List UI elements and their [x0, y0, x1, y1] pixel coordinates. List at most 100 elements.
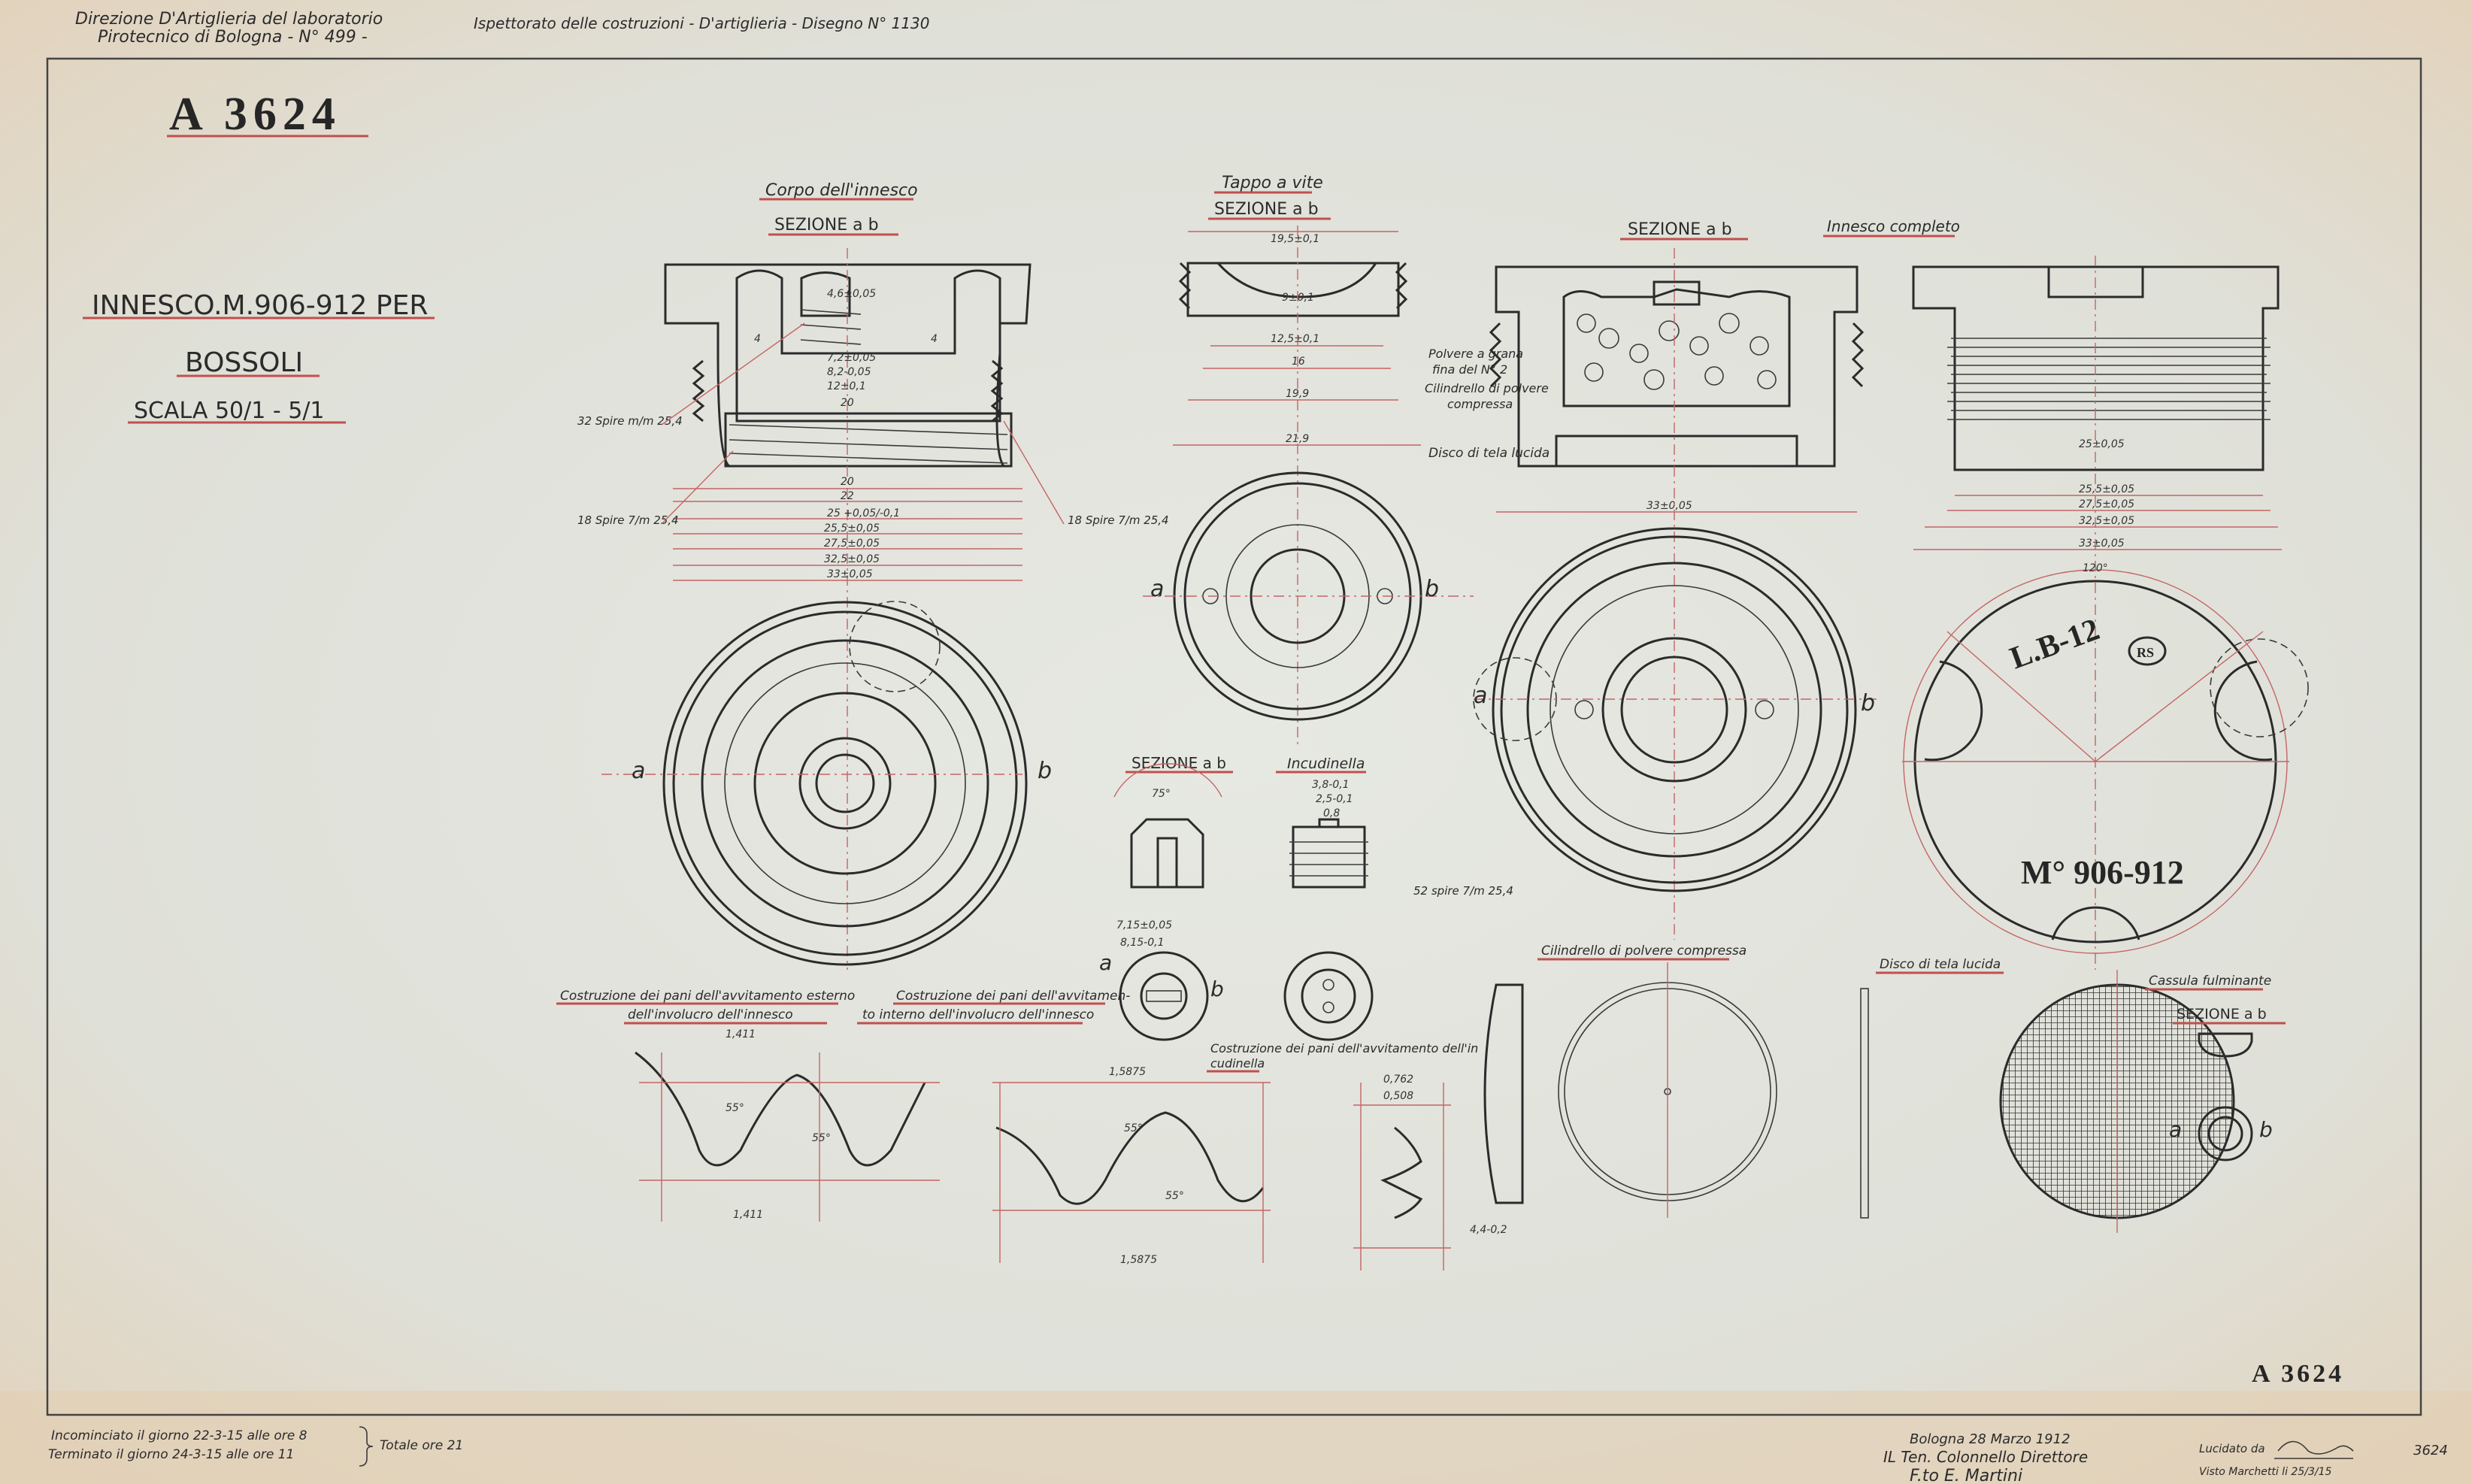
drawing-frame	[46, 57, 2422, 1416]
svg-text:20: 20	[841, 476, 854, 488]
svg-text:1,5875: 1,5875	[1109, 1066, 1146, 1078]
svg-text:7,15±0,05: 7,15±0,05	[1116, 919, 1172, 931]
svg-text:1,411: 1,411	[733, 1209, 763, 1221]
svg-text:1,5875: 1,5875	[1120, 1254, 1157, 1266]
svg-text:4,4-0,2: 4,4-0,2	[1470, 1224, 1507, 1236]
office-line-1: Direzione D'Artiglieria del laboratorio	[75, 10, 383, 29]
tappo-sezione-label: SEZIONE a b	[1214, 200, 1319, 219]
callout-polvere-1: Polvere a grana	[1428, 347, 1523, 361]
svg-text:16: 16	[1292, 356, 1305, 368]
svg-text:3,8-0,1: 3,8-0,1	[1312, 779, 1350, 791]
svg-text:27,5±0,05: 27,5±0,05	[824, 538, 880, 550]
callout-spire-52: 52 spire 7/m 25,4	[1413, 884, 1513, 898]
svg-text:27,5±0,05: 27,5±0,05	[2079, 498, 2134, 510]
svg-text:4,6±0,05: 4,6±0,05	[827, 288, 876, 300]
disco-title: Disco di tela lucida	[1880, 957, 2001, 972]
svg-text:55°: 55°	[1124, 1122, 1143, 1134]
complete-sezione-label: SEZIONE a b	[1628, 220, 1732, 239]
callout-cilindrello-2: compressa	[1447, 397, 1513, 411]
cilindrello-title: Cilindrello di polvere compressa	[1541, 943, 1746, 959]
svg-text:0,8: 0,8	[1323, 807, 1340, 819]
corpo-sezione-label: SEZIONE a b	[774, 216, 879, 235]
svg-text:a: a	[1474, 683, 1487, 709]
powder-grains	[1577, 313, 1777, 390]
costruzione-incud-line2: cudinella	[1210, 1056, 1265, 1071]
place-date: Bologna 28 Marzo 1912	[1910, 1431, 2071, 1447]
svg-text:0,508: 0,508	[1383, 1090, 1413, 1102]
bottom-stain	[0, 1391, 2472, 1484]
svg-text:a: a	[2169, 1117, 2182, 1142]
tracer-signature	[2274, 1440, 2354, 1459]
director-name: F.to E. Martini	[1910, 1467, 2022, 1484]
started-note: Incominciato il giorno 22-3-15 alle ore …	[51, 1428, 307, 1443]
cassula-view: Cassula fulminante SEZIONE a b a b	[2145, 974, 2286, 1161]
svg-text:b: b	[2259, 1117, 2273, 1142]
svg-text:1,411: 1,411	[726, 1028, 756, 1040]
svg-text:0,762: 0,762	[1383, 1074, 1413, 1086]
cilindrello-view: Cilindrello di polvere compressa 4,4-0,2	[1470, 943, 1777, 1236]
traced-by: Lucidato da	[2199, 1442, 2265, 1455]
svg-text:25,5±0,05: 25,5±0,05	[2079, 483, 2134, 495]
svg-text:55°: 55°	[812, 1132, 831, 1144]
thread-profiles: Costruzione dei pani dell'avvitamento es…	[556, 989, 1478, 1270]
marking-model: M° 906-912	[2021, 854, 2184, 891]
svg-text:a: a	[1099, 950, 1112, 975]
callout-spire-18b: 18 Spire 7/m 25,4	[1068, 513, 1169, 527]
svg-text:b: b	[1861, 690, 1875, 716]
costruzione-interno-line2: to interno dell'involucro dell'innesco	[862, 1007, 1094, 1022]
svg-text:25±0,05: 25±0,05	[2079, 438, 2125, 450]
innesco-completo-title: Innesco completo	[1827, 217, 1960, 235]
svg-text:4: 4	[931, 333, 938, 345]
checked-note: Visto Marchetti li 25/3/15	[2199, 1466, 2331, 1478]
svg-text:25,5±0,05: 25,5±0,05	[824, 522, 880, 535]
svg-text:33±0,05: 33±0,05	[827, 568, 873, 580]
svg-text:2,5-0,1: 2,5-0,1	[1316, 793, 1353, 805]
drawing-number-bottom: A 3624	[2252, 1360, 2344, 1388]
corpo-title: Corpo dell'innesco	[765, 181, 918, 200]
svg-text:75°: 75°	[1152, 788, 1171, 800]
svg-text:55°: 55°	[726, 1102, 744, 1114]
innesco-completo-section: SEZIONE a b Innesco completo Polvere a g…	[1425, 217, 1960, 940]
innesco-elevation: 25±0,05 25,5±0,05 27,5±0,05 32,5±0,05 33…	[1912, 256, 2282, 970]
footer: Incominciato il giorno 22-3-15 alle ore …	[48, 1426, 2448, 1484]
inspectorate-line: Ispettorato delle costruzioni - D'artigl…	[474, 14, 930, 32]
disco-view: Disco di tela lucida	[1860, 957, 2235, 1233]
svg-text:120°: 120°	[2083, 562, 2108, 574]
director-title: IL Ten. Colonnello Direttore	[1883, 1448, 2088, 1466]
svg-text:20: 20	[841, 397, 854, 409]
title-line-2: BOSSOLI	[185, 347, 303, 378]
costruzione-esterno-line1: Costruzione dei pani dell'avvitamento es…	[560, 989, 855, 1004]
total-hours: Totale ore 21	[380, 1438, 463, 1453]
svg-text:4: 4	[754, 333, 761, 345]
svg-text:b: b	[1210, 977, 1224, 1001]
scale-label: SCALA 50/1 - 5/1	[134, 398, 325, 424]
office-line-2: Pirotecnico di Bologna - N° 499 -	[98, 28, 368, 47]
incudinella-title: Incudinella	[1287, 756, 1365, 772]
callout-cilindrello-1: Cilindrello di polvere	[1425, 381, 1549, 395]
svg-text:32,5±0,05: 32,5±0,05	[824, 553, 880, 565]
finished-note: Terminato il giorno 24-3-15 alle ore 11	[48, 1447, 294, 1462]
costruzione-interno-line1: Costruzione dei pani dell'avvitamen-	[896, 989, 1130, 1004]
svg-text:b: b	[1038, 758, 1052, 784]
svg-text:33±0,05: 33±0,05	[2079, 538, 2125, 550]
svg-text:8,2-0,05: 8,2-0,05	[827, 366, 871, 378]
svg-text:32,5±0,05: 32,5±0,05	[2079, 515, 2134, 527]
callout-polvere-2: fina del N° 2	[1432, 362, 1507, 377]
tappo-title: Tappo a vite	[1222, 174, 1323, 192]
small-parts: SEZIONE a b Incudinella 75° 7,15±0,05 8,…	[1099, 754, 1513, 1041]
svg-text:7,2±0,05: 7,2±0,05	[827, 352, 876, 364]
svg-text:33±0,05: 33±0,05	[1646, 500, 1692, 512]
svg-text:b: b	[1425, 576, 1439, 602]
marking-rs: RS	[2137, 645, 2154, 660]
corpo-plan-view: a b	[601, 601, 1052, 966]
svg-text:22: 22	[841, 490, 854, 502]
svg-text:a: a	[1150, 576, 1164, 602]
tappo-section: Tappo a vite SEZIONE a b 19,5±0,1 9±0,1 …	[1143, 174, 1474, 744]
cassula-sezione-label: SEZIONE a b	[2177, 1006, 2267, 1022]
sheet-number: 3624	[2413, 1443, 2448, 1458]
svg-text:25 +0,05/-0,1: 25 +0,05/-0,1	[827, 507, 900, 519]
small-sezione-label: SEZIONE a b	[1131, 754, 1226, 772]
corpo-innesco-section: Corpo dell'innesco SEZIONE a b 4,6±0,05 …	[577, 181, 1169, 970]
